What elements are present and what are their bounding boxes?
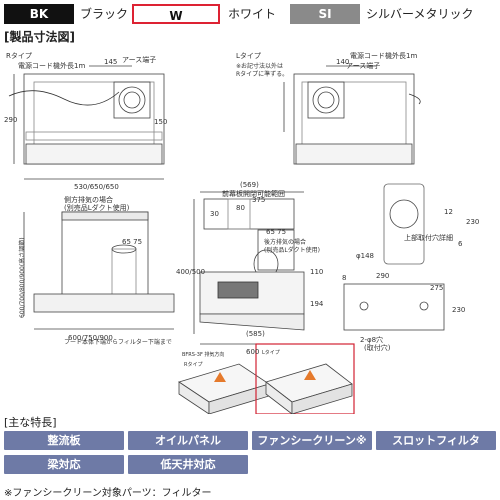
dim-width-bottom: 600/750/900 [68, 334, 113, 342]
color-chip-si[interactable]: SI [290, 4, 360, 24]
r-arrow-icon [214, 372, 226, 382]
bfrs-label: BFRS-3F 排気方向 [182, 351, 224, 358]
rear-exhaust-label-2: (別売品Lダクト使用) [264, 246, 320, 254]
side-exhaust-label: 側方排気の場合 [64, 195, 113, 204]
dim-148: φ148 [356, 252, 374, 260]
dim-230b: 230 [452, 306, 465, 314]
earth-terminal-l: アース端子 [346, 61, 380, 70]
dim-height-left: 600/700/800/900(高さ調節) [18, 237, 26, 318]
color-swatches: BK ブラック W ホワイト SI シルバーメタリック [4, 4, 496, 24]
front-fix-label: 前幕板開閉可能範囲 [222, 189, 285, 198]
dim-375: 375 [252, 196, 265, 204]
dim-6575-side: 65 75 [266, 228, 286, 236]
r-small-label: Rタイプ [184, 361, 202, 368]
dim-194: 194 [310, 300, 324, 308]
dim-230: 230 [466, 218, 479, 226]
feature-chip-1[interactable]: オイルパネル [128, 431, 248, 450]
l-note-1: ※お記寸法以外は [236, 62, 283, 70]
color-label-bk: ブラック [80, 7, 129, 21]
earth-terminal-r: アース端子 [122, 55, 156, 64]
l-note-2: Rタイプに準ずる。 [236, 70, 288, 78]
dim-6575-front: 65 75 [122, 238, 142, 246]
power-cord-label-r: 電源コード機外長1m [18, 61, 85, 70]
dim-2x8: 2-φ8穴 [360, 335, 383, 344]
dim-30: 30 [210, 210, 219, 218]
mount-detail-outline [343, 283, 445, 331]
hood-note-label: フード本体下端からフィルター下端まで [64, 338, 172, 346]
top-mount-label: 上部取付穴詳細 [404, 233, 453, 242]
features-title: [主な特長] [4, 416, 57, 429]
l-arrow-icon [304, 370, 316, 380]
feature-chip-2[interactable]: ファンシークリーン※ [252, 431, 372, 450]
feature-chip-0[interactable]: 整流板 [4, 431, 124, 450]
dim-110: 110 [310, 268, 323, 276]
rear-exhaust-label: 後方排気の場合 [264, 238, 306, 246]
dim-569: (569) [240, 181, 259, 189]
dim-585: (585) [246, 330, 265, 338]
dim-6: 6 [458, 240, 463, 248]
dim-8: 8 [342, 274, 346, 282]
l-type-label: Lタイプ [236, 51, 261, 60]
dim-150: 150 [154, 118, 167, 126]
side-exhaust-label-2: (別売品Lダクト使用) [64, 203, 130, 212]
dim-600: 600 [246, 348, 259, 356]
l-type-highlight-box [255, 343, 355, 414]
power-cord-label-l: 電源コード機外長1m [350, 51, 417, 60]
r-type-label: Rタイプ [6, 51, 32, 60]
dimension-drawings: Rタイプ Lタイプ ※お記寸法以外は Rタイプに準ずる。 電源コード機外長1m … [4, 51, 479, 414]
dim-80: 80 [236, 204, 245, 212]
color-chip-w[interactable]: W [132, 4, 220, 24]
dim-width-top: 530/650/650 [74, 183, 119, 191]
color-label-si: シルバーメタリック [366, 7, 474, 21]
dim-290b: 290 [376, 272, 389, 280]
feature-chip-3[interactable]: スロットフィルタ [376, 431, 496, 450]
color-chip-bk[interactable]: BK [4, 4, 74, 24]
dim-400500: 400/500 [176, 268, 205, 276]
r-type-duct [113, 81, 151, 119]
dim-12: 12 [444, 208, 453, 216]
feature-chip-5[interactable]: 低天井対応 [128, 455, 248, 474]
section-title: [製品寸法図] [4, 30, 75, 44]
feature-chip-4[interactable]: 梁対応 [4, 455, 124, 474]
dim-mount: (取付穴) [364, 343, 391, 352]
dim-275: 275 [430, 284, 443, 292]
dim-145: 145 [104, 58, 117, 66]
dim-140: 140 [336, 58, 349, 66]
l-small-label: Lタイプ [262, 349, 280, 356]
color-label-w: ホワイト [228, 7, 277, 21]
footnote: ※ファンシークリーン対象パーツ：フィルター [4, 488, 212, 499]
dim-290: 290 [4, 116, 17, 124]
